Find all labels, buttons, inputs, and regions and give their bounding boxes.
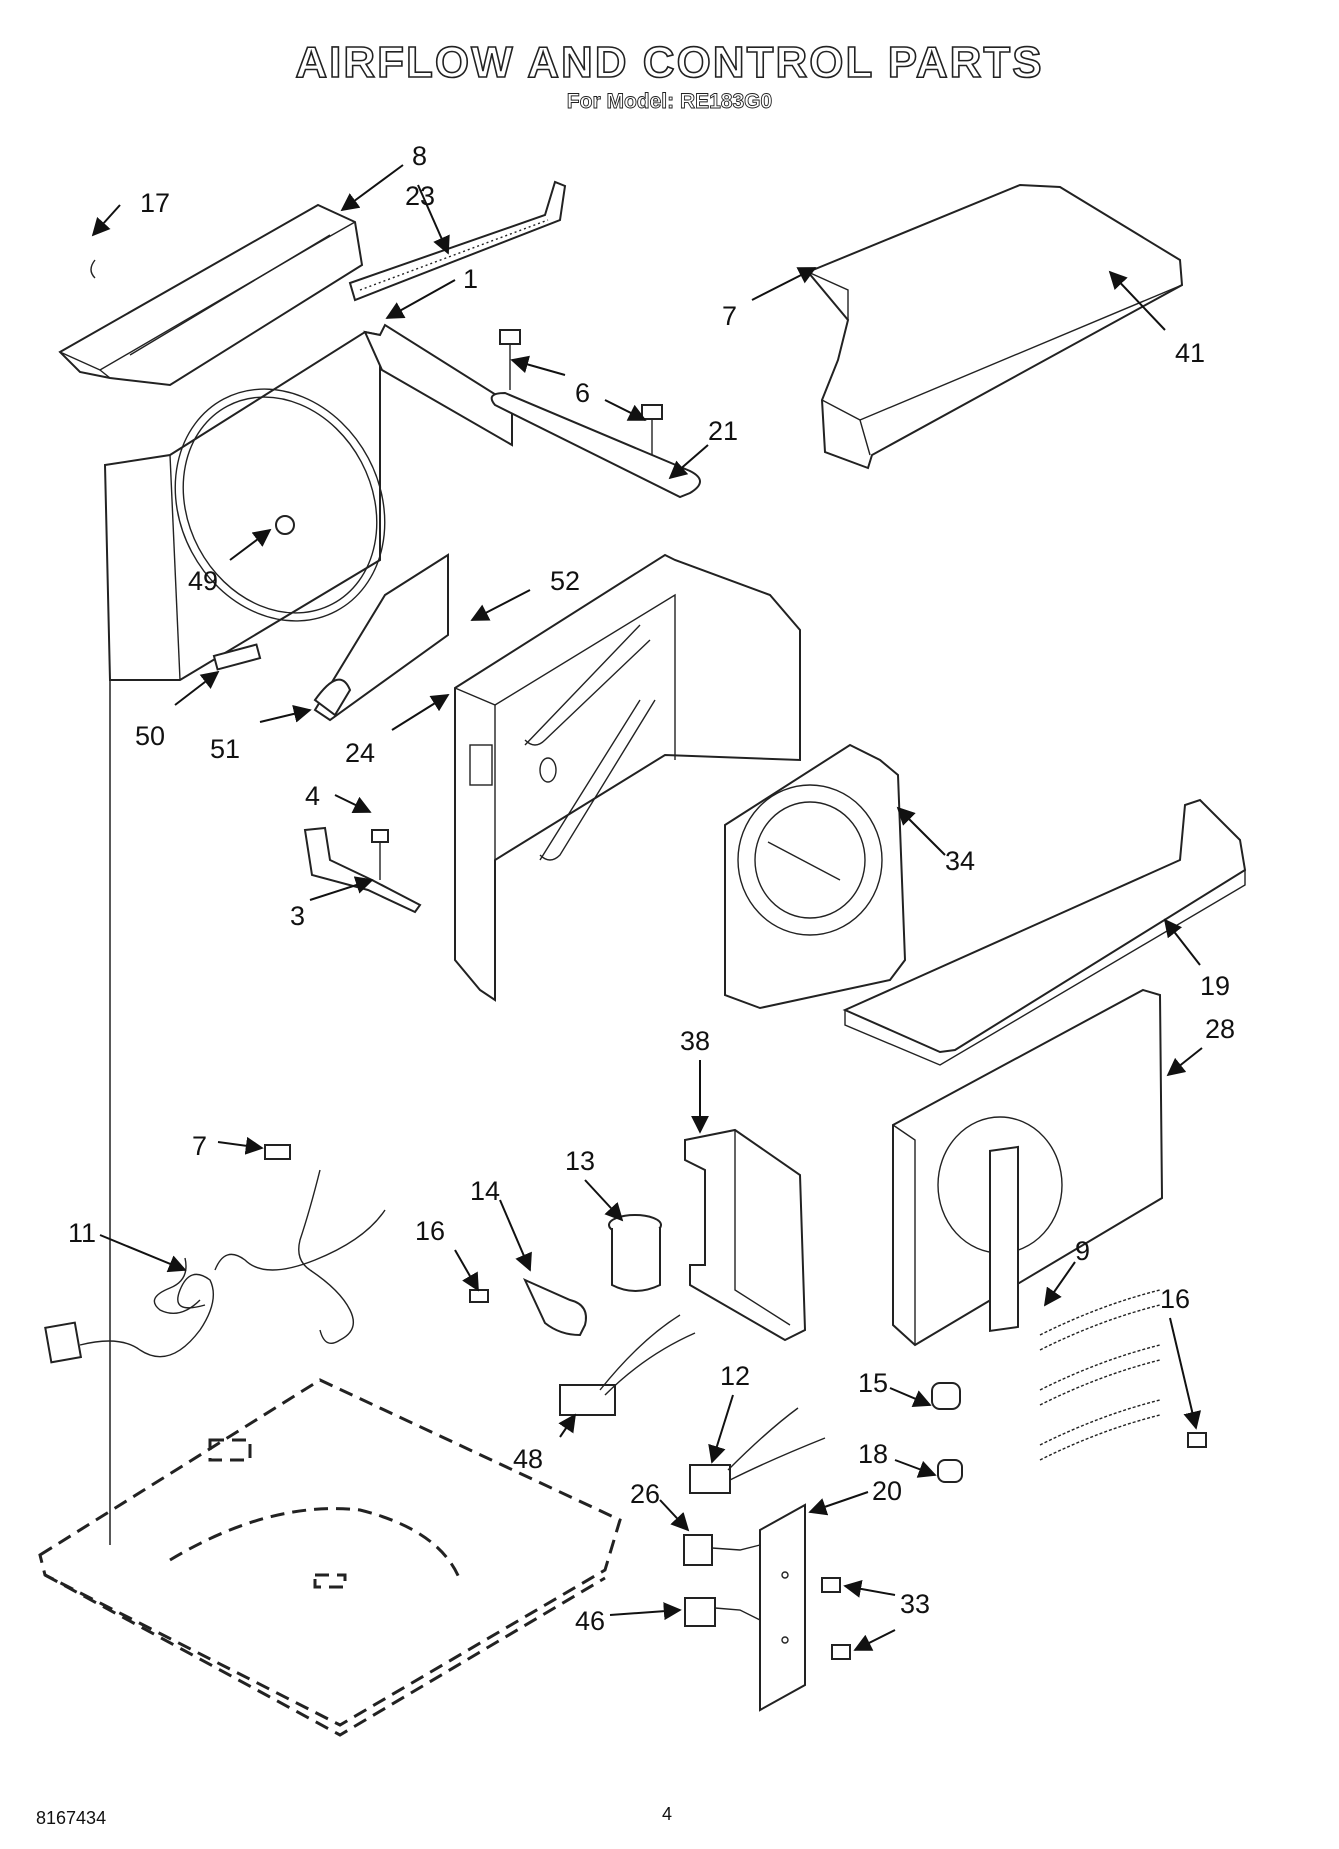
callout-9: 9 <box>1075 1236 1090 1266</box>
callout-17: 17 <box>140 188 170 218</box>
part-24-main-housing <box>454 553 801 1002</box>
callout-48: 48 <box>513 1444 543 1474</box>
part-1-fan-shroud <box>103 323 513 681</box>
callout-19: 19 <box>1200 971 1230 1001</box>
part-33-screws <box>821 1577 851 1660</box>
part-14-strap <box>522 1278 587 1337</box>
part-4-screw <box>371 829 389 880</box>
callout-3: 3 <box>290 901 305 931</box>
part-16-screw-left <box>469 1289 489 1303</box>
callout-7: 7 <box>722 301 737 331</box>
part-48-relay <box>559 1314 696 1416</box>
part-15-terminal <box>931 1382 961 1410</box>
part-11-power-cord <box>44 1144 386 1364</box>
callout-labels: 8 17 23 1 7 41 6 21 49 52 50 51 24 4 34 … <box>68 141 1235 1636</box>
part-26-switch <box>683 1534 761 1566</box>
page-title: AIRFLOW AND CONTROL PARTS <box>295 37 1044 88</box>
callout-24: 24 <box>345 738 375 768</box>
callout-33: 33 <box>900 1589 930 1619</box>
model-subtitle: For Model: RE183G0 <box>566 90 773 114</box>
part-18-terminal <box>937 1459 963 1483</box>
callout-arrows <box>91 164 1203 1651</box>
callout-51: 51 <box>210 734 240 764</box>
part-41-top-panel <box>806 183 1184 470</box>
part-8-top-cover <box>58 203 364 387</box>
document-number: 8167434 <box>36 1808 107 1828</box>
callout-41: 41 <box>1175 338 1205 368</box>
part-13-capacitor <box>608 1214 662 1292</box>
part-9-heater-coils <box>989 1145 1161 1461</box>
part-19-panel <box>842 798 1247 1066</box>
part-28-condenser-shroud <box>892 988 1164 1347</box>
callout-52: 52 <box>550 566 580 596</box>
base-pan <box>38 1378 622 1737</box>
part-21-bracket <box>490 329 701 499</box>
part-34-blower-scroll <box>724 743 907 1010</box>
callout-21: 21 <box>708 416 738 446</box>
callout-28: 28 <box>1205 1014 1235 1044</box>
callout-13: 13 <box>565 1146 595 1176</box>
callout-34: 34 <box>945 846 975 876</box>
page-number: 4 <box>662 1804 673 1824</box>
part-23-foam-strip <box>348 180 567 302</box>
callout-7-lower: 7 <box>192 1131 207 1161</box>
callout-15: 15 <box>858 1368 888 1398</box>
callout-11: 11 <box>68 1218 96 1248</box>
callout-6: 6 <box>575 378 590 408</box>
callout-18: 18 <box>858 1439 888 1469</box>
part-3-bracket <box>303 826 422 914</box>
callout-8: 8 <box>412 141 427 171</box>
callout-20: 20 <box>872 1476 902 1506</box>
callout-14: 14 <box>470 1176 500 1206</box>
part-46-thermostat <box>684 1597 761 1627</box>
callout-16-right: 16 <box>1160 1284 1190 1314</box>
callout-46: 46 <box>575 1606 605 1636</box>
part-51-baffle <box>313 553 449 722</box>
part-12-connector <box>689 1407 826 1494</box>
part-17-clip <box>90 259 96 279</box>
part-16-screw-right <box>1187 1432 1207 1448</box>
callout-16: 16 <box>415 1216 445 1246</box>
callout-1: 1 <box>463 264 478 294</box>
callout-50: 50 <box>135 721 165 751</box>
part-20-switch-plate <box>759 1503 806 1712</box>
part-38-control-box <box>684 1128 807 1342</box>
callout-4: 4 <box>305 781 320 811</box>
callout-49: 49 <box>188 566 218 596</box>
callout-38: 38 <box>680 1026 710 1056</box>
callout-12: 12 <box>720 1361 750 1391</box>
callout-23: 23 <box>405 181 435 211</box>
callout-26: 26 <box>630 1479 660 1509</box>
